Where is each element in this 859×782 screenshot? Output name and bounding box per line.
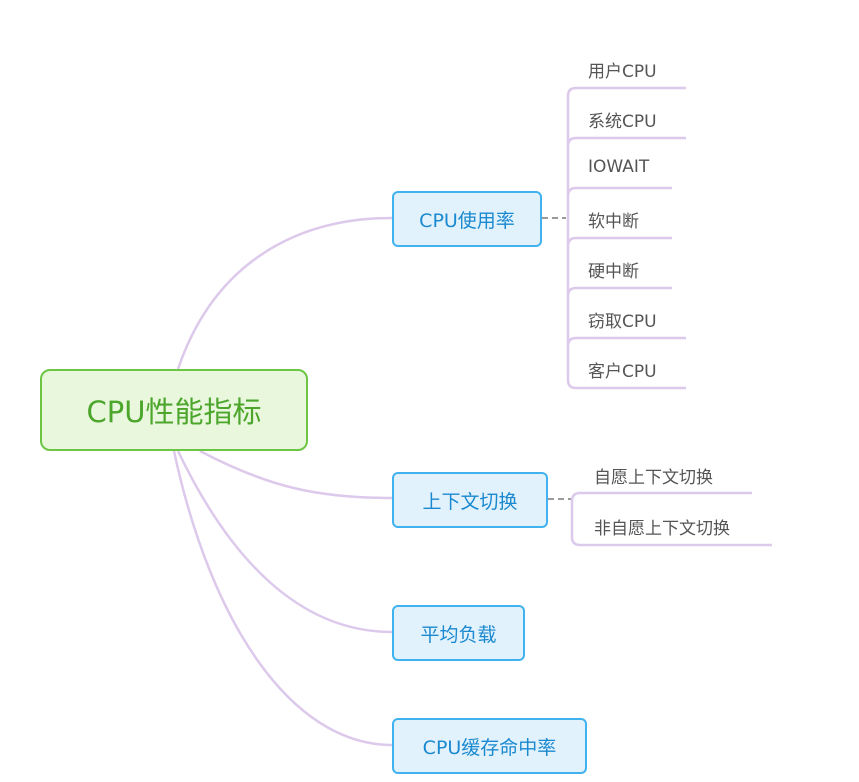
leaf-system-cpu[interactable]: 系统CPU <box>588 112 657 132</box>
leaf-guest-cpu[interactable]: 客户CPU <box>588 362 657 382</box>
branch-cpu-usage[interactable]: CPU使用率 <box>392 191 542 247</box>
leaf-iowait[interactable]: IOWAIT <box>588 157 650 177</box>
leaf-hardirq[interactable]: 硬中断 <box>588 262 639 282</box>
branch-context-switch[interactable]: 上下文切换 <box>392 472 548 528</box>
leaf-voluntary-context-switch[interactable]: 自愿上下文切换 <box>594 468 713 488</box>
connector-root-context-switch <box>199 449 393 500</box>
leaf-steal-cpu[interactable]: 窃取CPU <box>588 312 657 332</box>
connector-root-cpu-usage <box>176 216 393 370</box>
branch-label: 上下文切换 <box>422 490 518 513</box>
leaf-user-cpu[interactable]: 用户CPU <box>588 62 657 82</box>
leaf-bracket-context-switch <box>570 491 772 547</box>
root-node[interactable]: CPU性能指标 <box>40 369 308 451</box>
connector-root-load-average <box>176 450 393 634</box>
leaf-bracket-cpu-usage <box>566 86 686 390</box>
branch-label: CPU使用率 <box>419 209 515 232</box>
leaf-softirq[interactable]: 软中断 <box>588 212 639 232</box>
leaf-involuntary-context-switch[interactable]: 非自愿上下文切换 <box>594 519 730 539</box>
root-label: CPU性能指标 <box>86 395 262 429</box>
branch-load-average[interactable]: 平均负载 <box>392 605 525 661</box>
connector-root-cache-hit <box>172 450 393 747</box>
branch-label: 平均负载 <box>420 623 497 646</box>
branch-label: CPU缓存命中率 <box>422 736 557 759</box>
branch-cache-hit-rate[interactable]: CPU缓存命中率 <box>392 718 587 774</box>
